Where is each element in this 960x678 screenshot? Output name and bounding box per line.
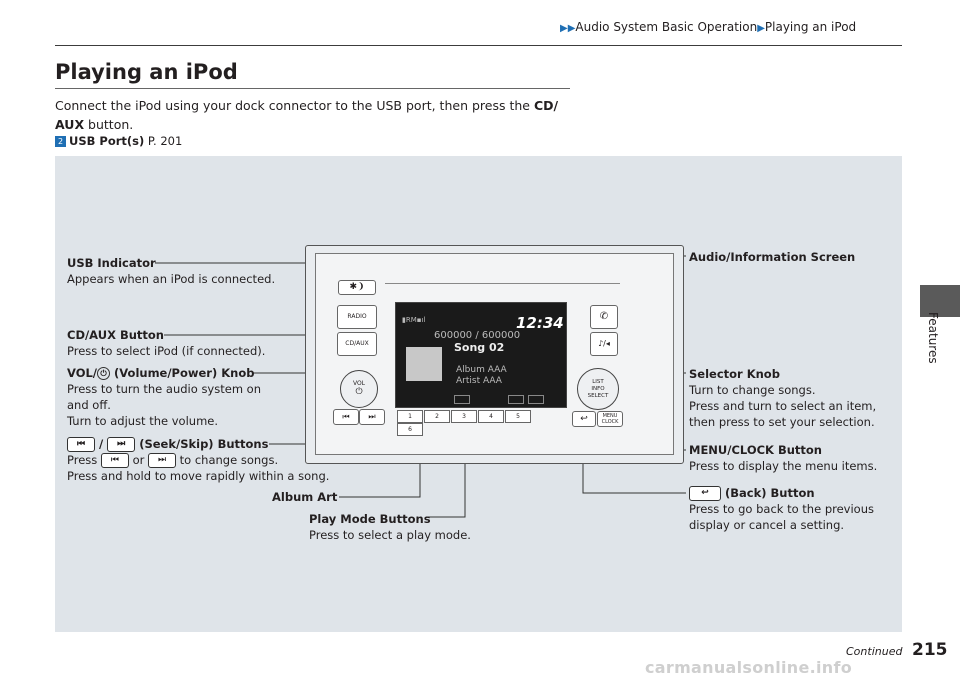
callout-back-button: ↩ (Back) Button Press to go back to the … — [689, 486, 874, 532]
callout-title: Album Art — [272, 490, 338, 504]
bezel-line — [385, 283, 620, 284]
volume-knob[interactable]: VOL ⏻ — [340, 370, 378, 408]
screen-song-title: Song 02 — [454, 341, 505, 354]
continued-label: Continued — [846, 645, 903, 658]
callout-title: USB Indicator — [67, 256, 156, 270]
page-title: Playing an iPod — [55, 60, 238, 84]
selector-info-label: INFO — [591, 386, 605, 392]
shuffle-indicator — [508, 395, 524, 404]
side-tab — [920, 285, 960, 317]
callout-menu-clock: MENU/CLOCK Button Press to display the m… — [689, 442, 877, 474]
talk-button[interactable]: ♪/◂ — [590, 332, 618, 356]
preset-button[interactable]: 1 — [397, 410, 423, 423]
reference-page: P. 201 — [144, 134, 183, 148]
selector-list-label: LIST — [592, 379, 604, 385]
breadcrumb-arrow-icon: ▶ — [757, 23, 765, 34]
preset-button[interactable]: 5 — [505, 410, 531, 423]
callout-title: MENU/CLOCK Button — [689, 443, 822, 457]
breadcrumb: ▶▶Audio System Basic Operation▶Playing a… — [560, 20, 856, 34]
cd-aux-button[interactable]: CD/AUX — [337, 332, 377, 356]
reference-label: USB Port(s) — [69, 134, 145, 148]
screen-clock: 12:34 — [516, 314, 564, 332]
back-icon: ↩ — [689, 486, 721, 501]
audio-information-screen: ▮RM▪ıl 12:34 600000 / 600000 Song 02 Alb… — [395, 302, 567, 408]
album-art — [406, 347, 442, 381]
menu-label: MENU — [602, 413, 618, 419]
repeat-indicator — [454, 395, 470, 404]
callout-desc: Press to select iPod (if connected). — [67, 344, 266, 358]
callout-album-art: Album Art — [272, 489, 337, 505]
page-number: 215 — [912, 640, 948, 660]
breadcrumb-page[interactable]: Playing an iPod — [764, 20, 857, 34]
preset-button[interactable]: 4 — [478, 410, 504, 423]
play-mode-indicators — [454, 389, 559, 404]
intro-paragraph: Connect the iPod using your dock connect… — [55, 98, 559, 132]
title-underline — [55, 88, 570, 89]
power-icon: ⏻ — [355, 387, 363, 397]
preset-buttons: 1 2 3 4 5 6 — [397, 410, 555, 436]
preset-button[interactable]: 3 — [451, 410, 477, 423]
screen-album: Album AAA — [456, 365, 507, 375]
seek-forward-button[interactable]: ⏭ — [359, 409, 385, 425]
callout-title: Play Mode Buttons — [309, 512, 431, 526]
usb-indicator-icon: ▮RM▪ıl — [402, 316, 426, 324]
eject-button[interactable]: ✱❩ — [338, 280, 376, 295]
callout-selector-knob: Selector Knob Turn to change songs. Pres… — [689, 367, 877, 429]
callout-seek-buttons: ⏮ / ⏭ (Seek/Skip) Buttons Press ⏮ or ⏭ t… — [67, 437, 330, 483]
callout-title: CD/AUX Button — [67, 328, 164, 342]
selector-knob[interactable]: LIST INFO SELECT — [577, 368, 619, 410]
callout-cd-aux: CD/AUX Button Press to select iPod (if c… — [67, 327, 265, 359]
callout-desc: Press to select a play mode. — [309, 528, 471, 542]
watermark: carmanualsonline.info — [645, 658, 853, 677]
shuffle-all-indicator — [528, 395, 544, 404]
callout-screen: Audio/Information Screen — [689, 249, 855, 265]
breadcrumb-section[interactable]: Audio System Basic Operation — [575, 20, 758, 34]
seek-back-icon: ⏮ — [100, 453, 129, 468]
radio-button[interactable]: RADIO — [337, 305, 377, 329]
callout-desc: Press to display the menu items. — [689, 459, 878, 473]
callout-desc: Appears when an iPod is connected. — [67, 272, 276, 286]
callout-play-mode: Play Mode Buttons Press to select a play… — [309, 511, 471, 543]
reference-icon: 2 — [55, 136, 66, 147]
screen-artist: Artist AAA — [456, 376, 502, 386]
header-divider — [55, 45, 902, 46]
seek-forward-icon: ⏭ — [107, 437, 136, 452]
seek-forward-icon: ⏭ — [148, 453, 176, 468]
callout-title: Audio/Information Screen — [689, 250, 856, 264]
seek-back-button[interactable]: ⏮ — [333, 409, 359, 425]
phone-button[interactable]: ✆ — [590, 305, 618, 329]
back-button[interactable]: ↩ — [572, 411, 596, 427]
screen-album-artist: Album AAA Artist AAA — [456, 365, 507, 387]
callout-volume-knob: VOL/⏻ (Volume/Power) Knob Press to turn … — [67, 366, 261, 428]
screen-track-number: 600000 / 600000 — [434, 330, 521, 341]
selector-select-label: SELECT — [587, 393, 609, 399]
preset-button[interactable]: 2 — [424, 410, 450, 423]
preset-button[interactable]: 6 — [397, 423, 423, 436]
power-icon: ⏻ — [97, 367, 111, 380]
callout-usb-indicator: USB Indicator Appears when an iPod is co… — [67, 255, 275, 287]
clock-label: CLOCK — [601, 419, 619, 425]
volume-knob-label: VOL — [352, 380, 366, 387]
seek-back-icon: ⏮ — [67, 437, 95, 452]
breadcrumb-arrow-icon: ▶▶ — [560, 23, 576, 34]
menu-clock-button[interactable]: MENU CLOCK — [597, 411, 623, 427]
